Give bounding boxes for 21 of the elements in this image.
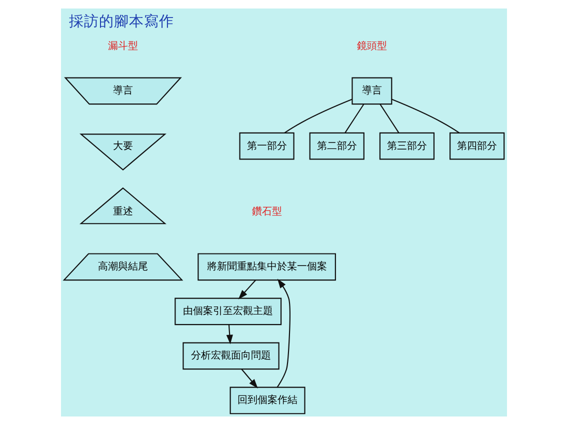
node-box: 導言 — [351, 77, 392, 105]
arrow — [240, 368, 258, 388]
connector — [390, 98, 460, 134]
node-box: 第一部分 — [238, 132, 294, 160]
connector — [379, 104, 399, 134]
node-box: 第三部分 — [378, 132, 434, 160]
label: 鏡頭型 — [356, 41, 386, 52]
connector — [344, 104, 364, 134]
node-box: 將新聞重點集中於某一個案 — [197, 253, 336, 281]
arrow — [226, 324, 232, 344]
label: 漏斗型 — [107, 41, 138, 52]
node-box: 由個案引至宏觀主題 — [174, 298, 282, 326]
node-box: 第二部分 — [308, 132, 364, 160]
label: 鑽石型 — [251, 206, 282, 218]
connector — [284, 98, 352, 134]
arrow — [238, 280, 256, 300]
arrow — [276, 278, 290, 388]
diagram-title: 採訪的腳本寫作 — [68, 12, 174, 30]
node-box: 回到個案作結 — [229, 386, 305, 414]
node-box: 分析宏觀面向問題 — [182, 342, 279, 370]
node-box: 第四部分 — [449, 132, 504, 160]
